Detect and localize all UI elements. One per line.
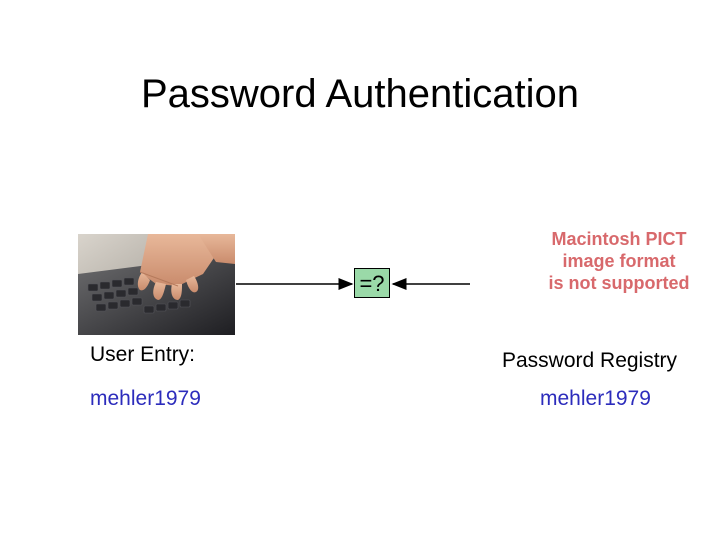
slide-title: Password Authentication	[140, 72, 580, 116]
placeholder-line-2: image format	[562, 251, 676, 271]
placeholder-line-1: Macintosh PICT	[551, 229, 687, 249]
user-entry-value: mehler1979	[90, 387, 201, 410]
keyboard-typing-photo	[78, 234, 235, 335]
compare-box: =?	[354, 268, 390, 298]
user-entry-label: User Entry:	[90, 343, 196, 366]
password-registry-value: mehler1979	[540, 387, 651, 410]
unsupported-image-placeholder: Macintosh PICT image format is not suppo…	[538, 228, 700, 308]
password-registry-label: Password Registry	[502, 349, 678, 372]
placeholder-line-3: is not supported	[548, 273, 690, 293]
